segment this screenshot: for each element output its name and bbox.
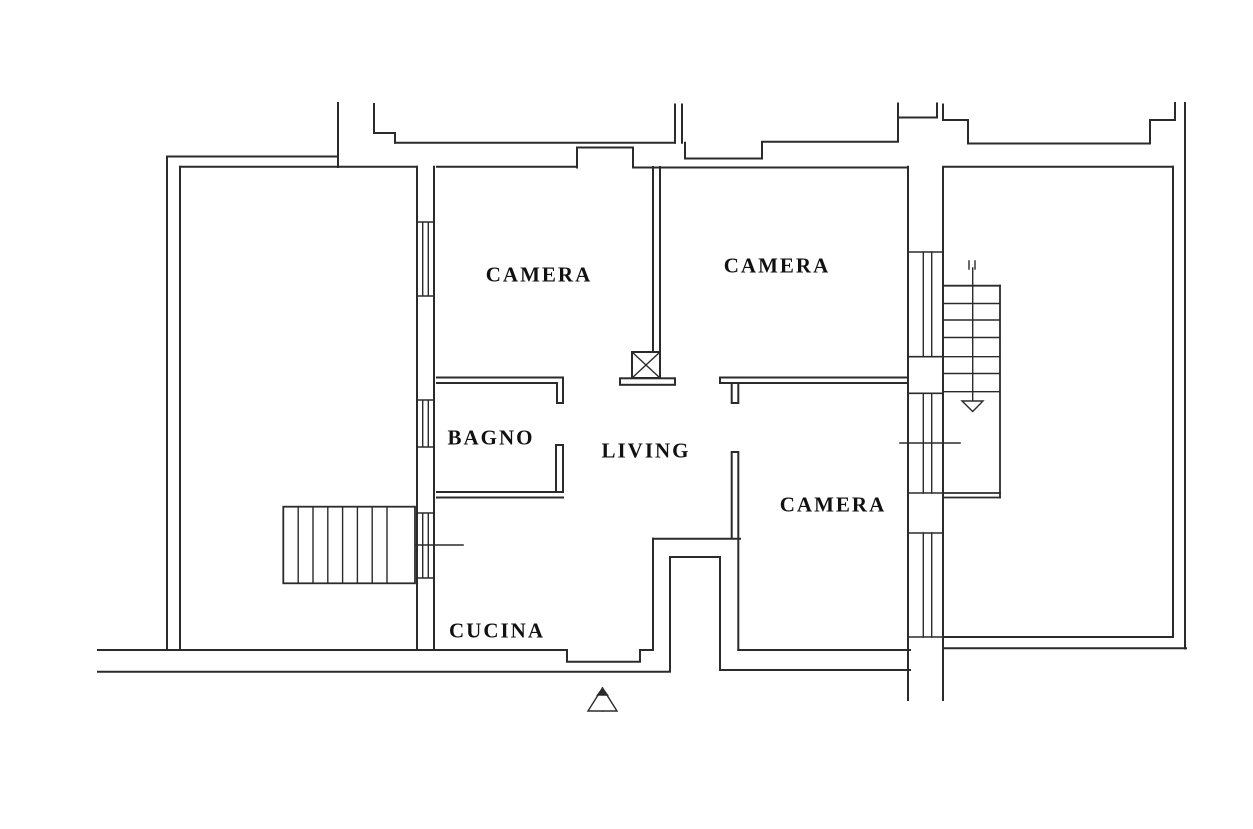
- stairs-right: [942, 284, 1001, 499]
- bottom-walls: [97, 636, 1187, 673]
- room-label-camera-nw: CAMERA: [485, 262, 593, 287]
- left-room-walls: [166, 146, 909, 651]
- room-label-living: LIVING: [601, 438, 691, 463]
- cucina-east-wall: [730, 451, 740, 651]
- pillar: [619, 351, 676, 386]
- bagno-walls: [436, 376, 564, 499]
- windows-west-wall: [416, 221, 435, 579]
- stairwell-wall-column: [907, 165, 944, 701]
- entrance-marker-icon: [586, 686, 619, 712]
- room-label-bagno: BAGNO: [447, 425, 535, 450]
- room-label-camera-se: CAMERA: [779, 492, 887, 517]
- stairs-direction-arrow: [960, 260, 985, 413]
- camera-divider-wall: [652, 166, 661, 353]
- room-label-cucina: CUCINA: [449, 618, 545, 643]
- entrance-vestibule: [652, 537, 741, 673]
- stairs-left: [282, 505, 416, 585]
- camera-ne-south-wall: [719, 376, 909, 404]
- room-label-camera-ne: CAMERA: [723, 253, 831, 278]
- outer-outline: [166, 102, 1186, 650]
